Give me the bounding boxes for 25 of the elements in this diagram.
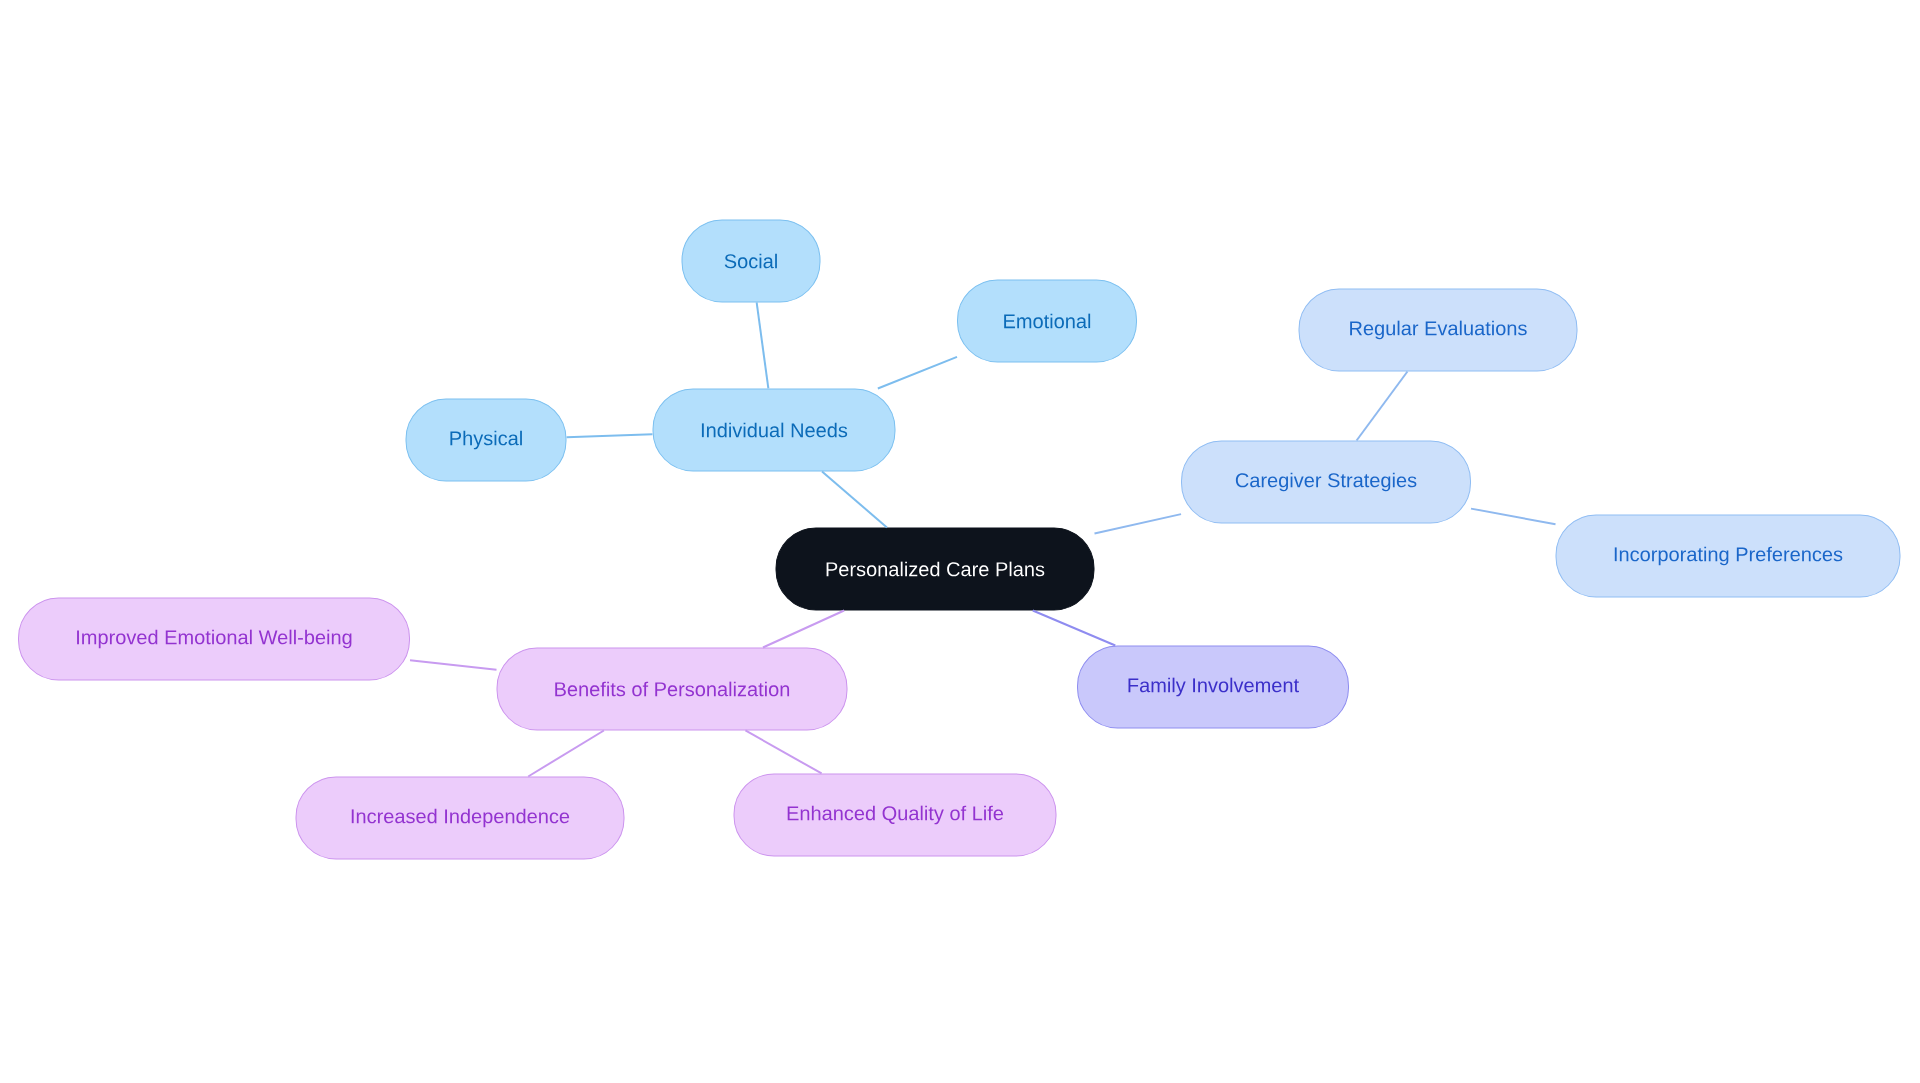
topic-box: Caregiver Strategies xyxy=(1181,440,1471,524)
topic-box: Improved Emotional Well-being xyxy=(18,597,410,681)
connector-line xyxy=(744,729,823,775)
topic-box: Benefits of Personalization xyxy=(496,647,848,731)
topic-box: Physical xyxy=(405,398,567,482)
connector-line xyxy=(1093,513,1182,535)
topic-box: Social xyxy=(681,219,821,303)
connector-line xyxy=(821,470,888,529)
topic-box: Individual Needs xyxy=(652,388,896,472)
central-topic-box: Personalized Care Plans xyxy=(775,527,1095,611)
topic-box: Increased Independence xyxy=(295,776,625,860)
topic-box: Enhanced Quality of Life xyxy=(733,773,1057,857)
connector-line xyxy=(527,729,605,778)
topic-box: Emotional xyxy=(957,279,1137,363)
connector-line xyxy=(1470,507,1557,526)
connector-line xyxy=(565,433,654,439)
connector-line xyxy=(409,659,498,671)
connector-line xyxy=(761,609,846,649)
topic-box: Incorporating Preferences xyxy=(1555,514,1901,598)
connector-line xyxy=(876,355,958,390)
connector-line xyxy=(755,301,770,390)
topic-box: Family Involvement xyxy=(1077,645,1349,729)
connector-line xyxy=(1355,370,1409,442)
topic-box: Regular Evaluations xyxy=(1298,288,1578,372)
connector-line xyxy=(1031,609,1117,647)
